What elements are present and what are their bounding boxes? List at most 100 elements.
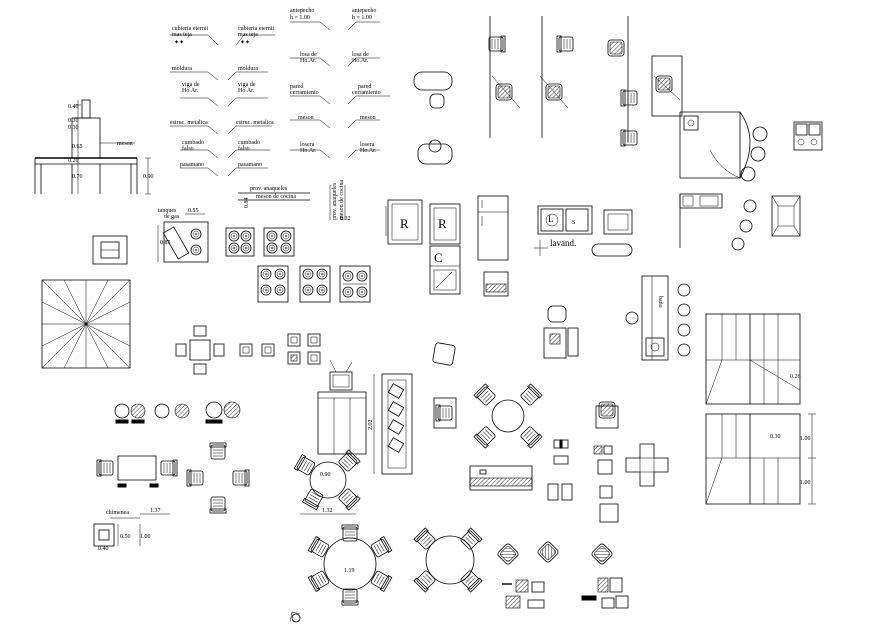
chimenea-plan: [93, 513, 170, 547]
label-hoar: Ho.Ar.: [300, 58, 317, 64]
bano-label: baño: [657, 296, 663, 308]
dining-table-rect: [96, 455, 178, 488]
double-sink: [793, 121, 823, 151]
desk-with-chair: [543, 305, 579, 359]
label-cerramiento: cerramiento: [290, 90, 319, 96]
pyramid-roof-plan: [41, 279, 131, 369]
label-meson-cocina: meson de cocina: [339, 180, 345, 220]
label-mas-teja: mas teja: [172, 32, 192, 38]
dim-label: 1.00: [800, 480, 811, 486]
label-cubierta: cubierta eternit: [238, 26, 274, 32]
dim-label: 0.32: [340, 216, 351, 222]
label-pared: pared: [358, 84, 371, 90]
annotation-leaders-left: [170, 34, 275, 177]
small-block-symbols: [547, 439, 619, 523]
label-hoar: Ho.Ar.: [360, 148, 377, 154]
label-hoar: Ho.Ar.: [352, 58, 369, 64]
refrigerator-r-2: [429, 203, 461, 245]
label-antepecho: antepecho: [352, 8, 376, 14]
lavand-label: lavand.: [550, 238, 576, 248]
dim-label: 0.90: [143, 174, 154, 180]
kitchen-counter-b: [679, 193, 757, 251]
stair-plan-lower: [705, 413, 816, 505]
label-cumbado: cumbado: [238, 140, 260, 146]
desk-chairs-right: [607, 16, 683, 147]
dim-label: 0.40: [98, 546, 109, 552]
dim-label: 1.19: [344, 568, 355, 574]
label-tile-mark: ✦✦: [174, 39, 184, 46]
fireplace-elevation: [92, 235, 128, 265]
l-shaped-kitchen-counter: [679, 111, 768, 182]
dim-label: 1.00: [800, 436, 811, 442]
dim-label: 0.90: [320, 472, 331, 478]
round-table-5-chairs: [293, 449, 361, 515]
small-stools: [239, 333, 321, 365]
dim-label: 0.50: [120, 534, 131, 540]
round-stools-row: [114, 401, 241, 424]
dim-label: 0.40: [68, 104, 79, 110]
stair-plan-upper: [705, 313, 801, 405]
label-h100: h = 1.00: [352, 15, 372, 21]
dim-label: 0.26: [790, 374, 801, 380]
dim-label: 1.37: [150, 508, 161, 514]
dim-label: 0.65: [72, 144, 83, 150]
square-table-4-chairs: [175, 325, 225, 375]
gas-tank-stove-block: [157, 213, 209, 263]
label-meson: meson: [298, 115, 314, 121]
meson-label: meson: [117, 141, 133, 147]
label-mas-teja: mas teja: [238, 32, 258, 38]
washer-c: [429, 245, 461, 295]
chairs-cross-arrangement: [186, 442, 250, 514]
label-antepecho: antepecho: [290, 8, 314, 14]
label-tanques: tanques: [158, 208, 177, 214]
label-pasamano: pasamano: [238, 162, 262, 168]
label-tile-mark: ✦✦: [240, 39, 250, 46]
dim-label: 0.84: [244, 198, 250, 209]
sink-s-label: S: [572, 220, 575, 226]
oven-small: [483, 271, 509, 297]
laundry-sink-ls: [534, 205, 593, 256]
refrigerator-r: [385, 199, 423, 245]
label-losera: losera: [360, 142, 375, 148]
armchair-single: [432, 342, 457, 429]
bath-counter-vertical: [625, 275, 691, 361]
washer-c-label: C: [434, 250, 443, 265]
small-lamp-symbol: [289, 611, 301, 623]
label-hoar: Ho.Ar.: [300, 148, 317, 154]
annotation-leaders-right: [290, 21, 390, 159]
label-estruc: estruc. metalica: [170, 120, 208, 126]
label-cerramiento: cerramiento: [352, 90, 381, 96]
label-estruc: estruc. metalica: [236, 120, 274, 126]
label-pasamano: pasamano: [180, 162, 204, 168]
dim-label: 0.55: [188, 208, 199, 214]
round-table-4-chairs: [473, 383, 543, 449]
label-falso: falso: [238, 145, 250, 152]
label-prov-anaqueles: prov. anaqueles: [332, 182, 338, 220]
label-losera: losera: [300, 142, 315, 148]
office-chairs-pairs: [488, 16, 574, 138]
stove-4-burner-grill: [339, 265, 371, 303]
hatched-chairs-group: [496, 401, 629, 609]
cross-table-symbol: [625, 443, 669, 487]
label-moldura: moldura: [238, 66, 258, 72]
label-cubierta: cubierta eternit: [172, 26, 208, 32]
dim-label: 0.20: [68, 158, 79, 164]
hip-roof-small: [771, 195, 801, 237]
fridge-r2-label: R: [438, 216, 447, 231]
dim-label: 0.85: [160, 240, 171, 246]
dim-label: 0.30: [68, 125, 79, 131]
dim-label: 0.30: [68, 118, 79, 124]
chaise-lounge-top: [413, 71, 453, 165]
sink-tub-small: [591, 209, 633, 257]
dim-label: 2.02: [368, 420, 374, 431]
label-de-gas: de gas: [164, 214, 180, 220]
label-moldura: moldura: [172, 66, 192, 72]
dim-label: 1.00: [140, 534, 151, 540]
chimenea-label: chimenea: [106, 510, 129, 516]
label-h100: h = 1.00: [290, 15, 310, 21]
fridge-elevation-tall: [477, 195, 509, 261]
label-prov-anaqueles: prov. anaqueles: [250, 186, 288, 192]
dim-label: 0.70: [72, 174, 83, 180]
label-hoar: Ho.Ar.: [182, 88, 199, 94]
